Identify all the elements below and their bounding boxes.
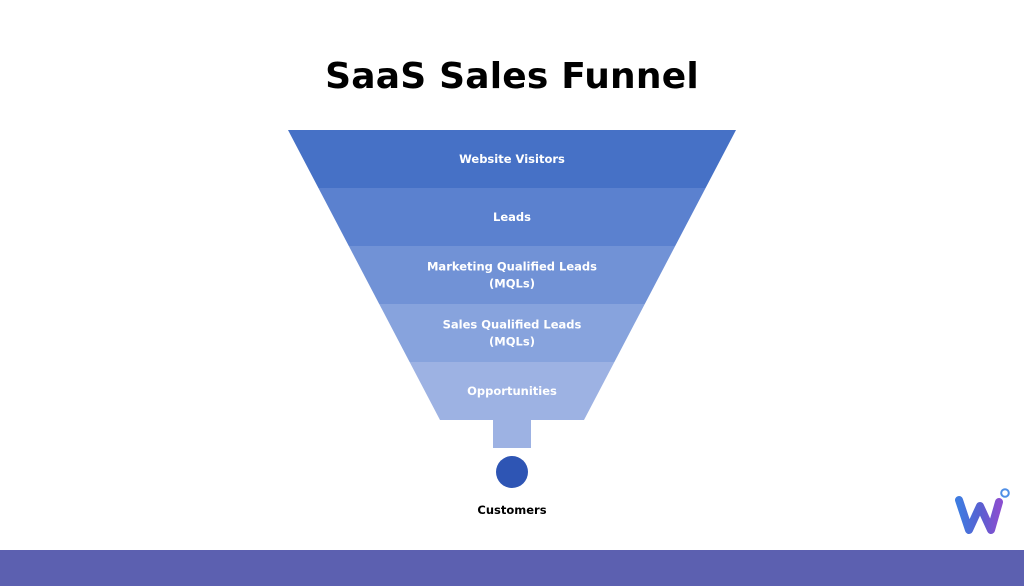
funnel-stage-label: Opportunities [467,384,557,398]
funnel-stage-label: (MQLs) [489,335,535,349]
funnel-stem [493,420,531,448]
funnel-stage-label: (MQLs) [489,277,535,291]
w-logo-icon [955,488,1010,534]
funnel-stage-1 [288,130,736,188]
funnel-stage-label: Marketing Qualified Leads [427,260,597,274]
funnel-stage-5 [409,362,615,420]
funnel-stage-label: Leads [493,210,531,224]
funnel-stage-3 [348,246,676,304]
funnel-stage-2 [318,188,706,246]
funnel-stage-label: Sales Qualified Leads [443,318,582,332]
funnel-stage-4 [379,304,645,362]
customers-dot [496,456,528,488]
footer-bar [0,550,1024,586]
funnel-stage-label: Website Visitors [459,152,565,166]
customers-label: Customers [477,503,547,517]
page-title: SaaS Sales Funnel [325,56,699,97]
